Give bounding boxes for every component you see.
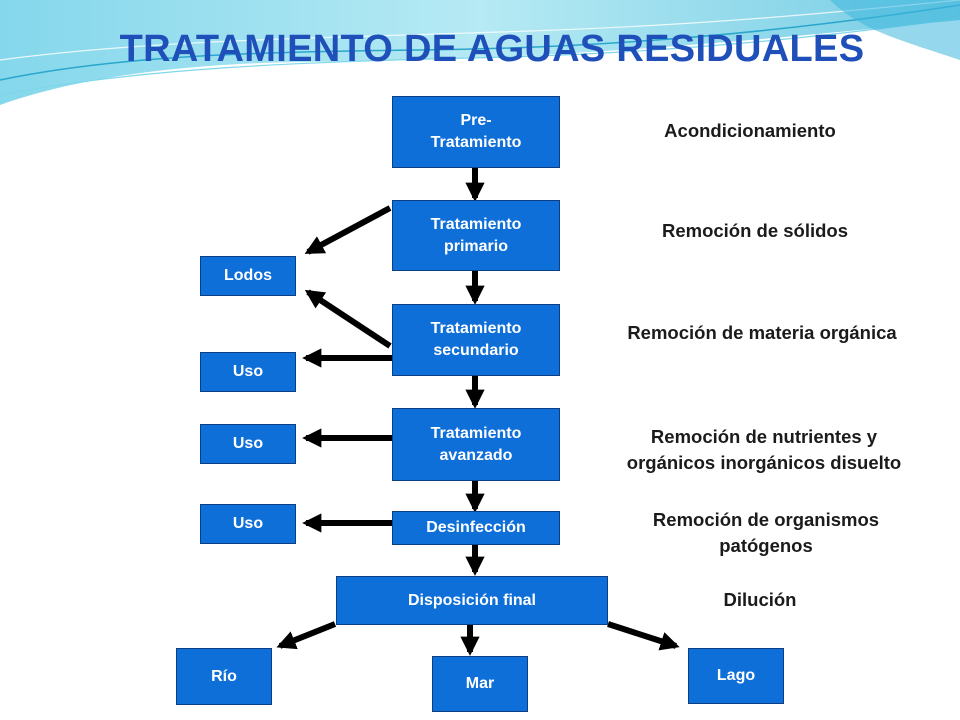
note-nutrient-removal: Remoción de nutrientes y orgánicos inorg… <box>626 426 902 473</box>
final-disposal-box: Disposición final <box>336 576 608 625</box>
lake-box: Lago <box>688 648 784 704</box>
arrow-final-to-river <box>276 621 337 650</box>
river-box: Río <box>176 648 272 705</box>
note-solids-removal: Remoción de sólidos <box>661 220 849 241</box>
disinfection-box: Desinfección <box>392 511 560 545</box>
secondary-treatment-box: Tratamiento secundario <box>392 304 560 376</box>
note-pathogen-removal: Remoción de organismos patógenos <box>652 509 880 556</box>
advanced-treatment-box: Tratamiento avanzado <box>392 408 560 481</box>
sea-box: Mar <box>432 656 528 712</box>
primary-treatment-box: Tratamiento primario <box>392 200 560 271</box>
use-box-secondary: Uso <box>200 352 296 392</box>
note-dilution: Dilución <box>723 589 797 610</box>
arrow-primary-to-sludge <box>304 205 392 255</box>
arrow-final-to-lake <box>607 621 680 651</box>
note-conditioning: Acondicionamiento <box>664 120 836 141</box>
page-title: TRATAMIENTO DE AGUAS RESIDUALES <box>119 28 865 70</box>
use-box-disinfection: Uso <box>200 504 296 544</box>
pre-treatment-box: Pre- Tratamiento <box>392 96 560 168</box>
note-organic-matter-removal: Remoción de materia orgánica <box>627 322 897 343</box>
arrow-secondary-to-sludge <box>304 289 392 349</box>
use-box-advanced: Uso <box>200 424 296 464</box>
sludge-box: Lodos <box>200 256 296 296</box>
